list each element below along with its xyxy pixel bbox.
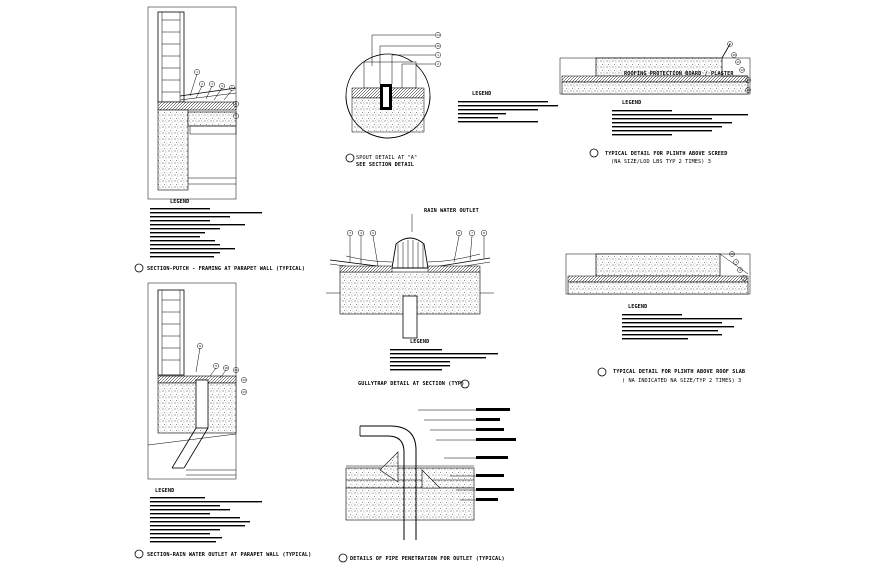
- callout-number: 11: [234, 368, 238, 372]
- callout-number: 15: [436, 44, 440, 48]
- legend-lines-6: [612, 110, 748, 136]
- legend-label-4: LEGEND: [410, 339, 429, 345]
- title-parapet-typical: SECTION-PUTCH - FRAMING AT PARAPET WALL …: [147, 266, 305, 272]
- detail-parapet-section: 1 2 3 4 5 6 7 LEGEND SECTION-PUTCH - FRAMING A…: [134, 6, 305, 273]
- callout-number: 12: [242, 378, 246, 382]
- title-pipe-penetration: DETAILS OF PIPE PENETRATION FOR OUTLET (…: [350, 556, 505, 562]
- callout-bubbles: 1 2 3 4 5 6 7: [189, 69, 239, 119]
- legend-lines-3: [458, 101, 558, 123]
- callout-number: 5: [372, 231, 374, 235]
- callout-number: 2: [437, 62, 439, 66]
- callout-number: 13: [746, 78, 750, 82]
- title-gully-detail: GULLYTRAP DETAIL AT SECTION (TYP): [358, 381, 464, 387]
- legend-lines: [150, 208, 262, 258]
- detail-rain-outlet-section: 8 9 10 11 12 13 LEGEND SECTION-RAIN WATER OUT…: [134, 282, 311, 559]
- legend-label-2: LEGEND: [155, 488, 174, 494]
- title-plinth-screed-sub: (NA SIZE/LOD LBS TYP 2 TIMES) 3: [611, 159, 711, 165]
- callout-number: 13: [242, 390, 246, 394]
- callout-number: 5: [231, 86, 233, 90]
- detail-spout-circle: 14 15 1 2 SPOUT DETAIL AT "A" SEE SECTION D…: [345, 32, 558, 168]
- callout-number: 4: [221, 84, 223, 88]
- legend-lines-7: [622, 314, 742, 340]
- callout-bubbles: 8 9 10 11 12 13: [195, 343, 247, 395]
- callout-number: 2: [739, 268, 741, 272]
- legend-label-7: LEGEND: [628, 304, 647, 310]
- title-plinth-slab-sub: ( NA INDICATED NA SIZE/TYP 2 TIMES) 3: [622, 378, 741, 384]
- legend-label-3: LEGEND: [472, 91, 491, 97]
- callout-number: 10: [224, 366, 228, 370]
- callout-number: 3: [743, 276, 745, 280]
- plinth-top-label: ROOFING PROTECTION BOARD / PLASTER: [624, 71, 734, 77]
- callout-number: 2: [201, 82, 203, 86]
- callout-number: 3: [211, 82, 213, 86]
- callout-number: 4: [360, 231, 362, 235]
- callout-bubbles: 14 15 1 2: [371, 32, 441, 88]
- title-rain-outlet: SECTION-RAIN WATER OUTLET AT PARAPET WAL…: [147, 552, 311, 558]
- callout-number: 8: [199, 344, 201, 348]
- callout-number: 1: [437, 53, 439, 57]
- callout-number: 3: [349, 231, 351, 235]
- callout-number: 1: [735, 260, 737, 264]
- callout-number: 12: [740, 68, 744, 72]
- legend-lines-4: [390, 349, 498, 371]
- callout-number: 8: [483, 231, 485, 235]
- drain-label: RAIN WATER OUTLET: [424, 208, 479, 214]
- callout-number: 11: [736, 60, 740, 64]
- callout-number: 6: [235, 102, 237, 106]
- detail-pipe-penetration: DETAILS OF PIPE PENETRATION FOR OUTLET (…: [338, 408, 516, 563]
- legend-label: LEGEND: [170, 199, 189, 205]
- callout-number: 7: [471, 231, 473, 235]
- legend-lines-2: [150, 497, 262, 543]
- detail-gullytrap: RAIN WATER OUTLET 3 4 5 6 7 8 LEGEND: [326, 208, 498, 389]
- title-spout-see: SEE SECTION DETAIL: [356, 162, 414, 168]
- callout-bubbles: 3 4 5 6 7 8: [346, 229, 488, 267]
- title-spout-detail: SPOUT DETAIL AT "A": [356, 155, 417, 161]
- title-plinth-slab: TYPICAL DETAIL FOR PLINTH ABOVE ROOF SLA…: [613, 369, 745, 375]
- callout-number: 7: [235, 114, 237, 118]
- callout-number: 10: [732, 53, 736, 57]
- callout-number: 9: [729, 42, 731, 46]
- callout-number: 6: [458, 231, 460, 235]
- callout-number: 1: [196, 70, 198, 74]
- title-plinth-screed: TYPICAL DETAIL FOR PLINTH ABOVE SCREED: [605, 151, 727, 157]
- callout-number: 15: [730, 252, 734, 256]
- callout-number: 9: [215, 364, 217, 368]
- callout-number: 14: [436, 33, 440, 37]
- leader-lines: [418, 408, 516, 501]
- legend-label-6: LEGEND: [622, 100, 641, 106]
- detail-plinth-screed: ROOFING PROTECTION BOARD / PLASTER 9 1011…: [559, 41, 751, 165]
- callout-number: 14: [746, 88, 750, 92]
